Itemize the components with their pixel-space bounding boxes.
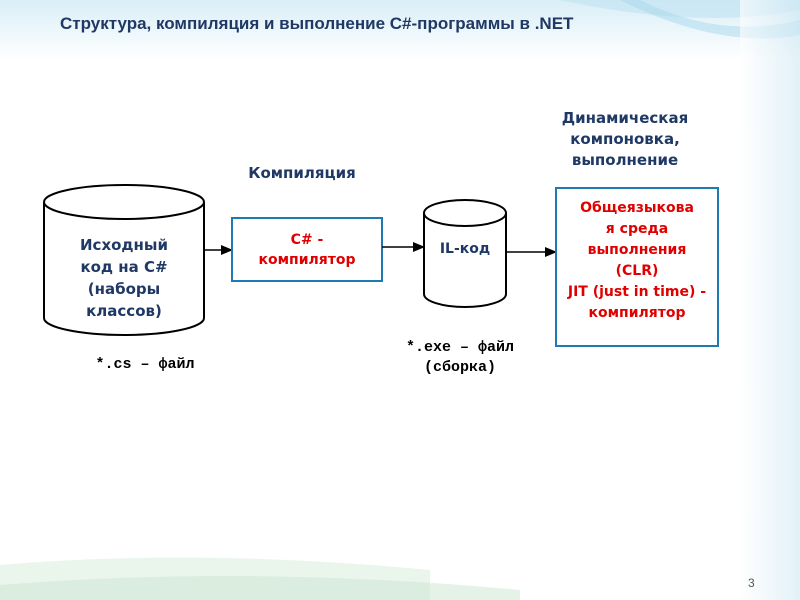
source-line: классов): [86, 302, 162, 320]
source-code-text: Исходный код на C# (наборы классов): [44, 234, 204, 322]
compiler-text: C# - компилятор: [232, 230, 382, 270]
compilation-label: Компиляция: [248, 164, 356, 182]
clr-line: (CLR): [615, 263, 659, 279]
compiler-line: C# -: [290, 232, 324, 248]
source-line: код на C#: [80, 258, 168, 276]
source-cylinder: [43, 184, 205, 336]
il-cylinder: [423, 199, 507, 308]
clr-line: компилятор: [588, 305, 686, 321]
exe-file-line: (сборка): [423, 359, 496, 376]
source-line: (наборы: [87, 280, 161, 298]
cs-file-label: *.cs – файл: [95, 356, 195, 373]
compiler-box: [231, 217, 383, 282]
slide-title: Структура, компиляция и выполнение C#-пр…: [60, 14, 574, 33]
clr-line: Общеязыкова: [580, 200, 694, 216]
page-number: 3: [748, 576, 755, 590]
dynamic-label-line: Динамическая: [561, 109, 689, 127]
source-line: Исходный: [80, 236, 168, 254]
clr-text: Общеязыкова я среда выполнения (CLR) JIT…: [556, 198, 718, 324]
clr-line: я среда: [605, 221, 669, 237]
dynamic-linking-label: Динамическая компоновка, выполнение: [540, 108, 710, 171]
clr-line: выполнения: [587, 242, 687, 258]
exe-file-line: *.exe – файл: [405, 339, 515, 356]
clr-line: JIT (just in time) -: [567, 284, 707, 300]
exe-file-label: *.exe – файл (сборка): [380, 338, 540, 378]
dynamic-label-line: компоновка,: [570, 130, 680, 148]
clr-box: [555, 187, 719, 347]
compiler-line: компилятор: [258, 252, 356, 268]
il-code-label: IL-код: [439, 241, 491, 257]
dynamic-label-line: выполнение: [571, 151, 679, 169]
